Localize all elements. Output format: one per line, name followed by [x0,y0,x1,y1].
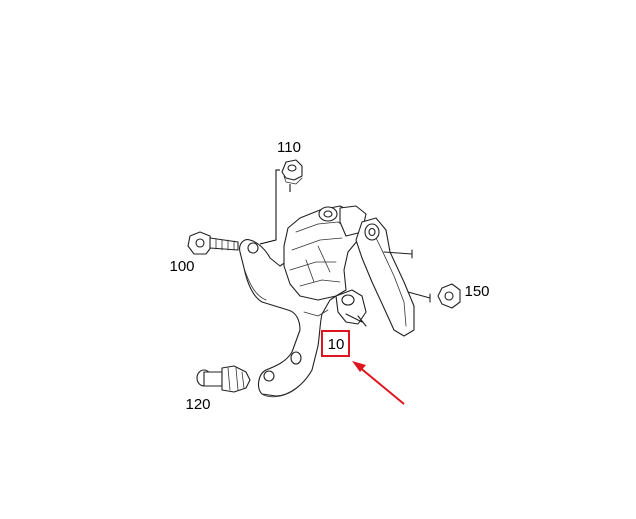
highlight-arrow [352,361,405,405]
nut-150 [437,283,461,309]
bolt-100 [187,231,239,255]
highlight-box [321,330,350,357]
clip-120 [196,365,251,393]
nut-110 [281,159,303,192]
callout-110: 110 [277,139,301,156]
mounting-bracket [239,205,431,398]
callout-150: 150 [464,283,489,300]
callout-120: 120 [185,396,210,413]
callout-10: 10 [328,336,345,353]
callout-100: 100 [169,258,194,275]
leader-110 [259,169,280,245]
